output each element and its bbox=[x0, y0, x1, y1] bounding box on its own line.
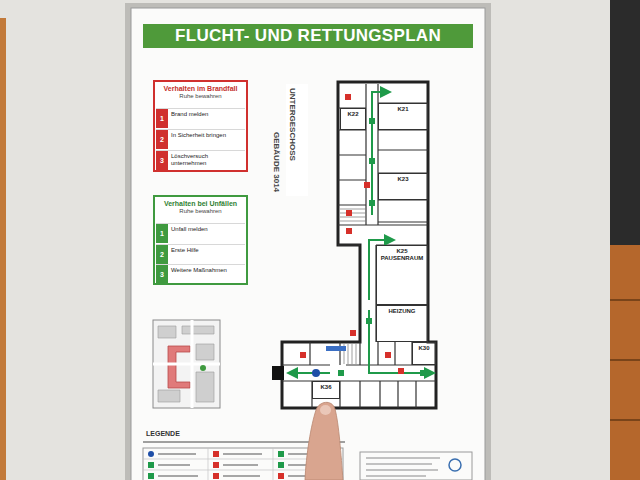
step-text: Unfall melden bbox=[168, 224, 245, 243]
room: K30 bbox=[412, 342, 436, 365]
room: K22 bbox=[340, 108, 366, 130]
poster-paper bbox=[131, 8, 485, 480]
legend-icon bbox=[148, 451, 154, 457]
site-map-streets bbox=[153, 320, 220, 408]
escape-route bbox=[369, 240, 392, 300]
pointing-finger bbox=[305, 402, 343, 480]
accident-instructions-panel: Verhalten bei UnfällenRuhe bewahren 1Unfa… bbox=[153, 195, 248, 285]
building-outline bbox=[282, 82, 436, 408]
room: K21 bbox=[378, 103, 428, 130]
floor-name: UNTERGESCHOSS bbox=[288, 88, 297, 161]
escape-signs bbox=[338, 118, 426, 376]
instruction-step: 2In Sicherheit bringen bbox=[156, 129, 245, 149]
light-glare bbox=[286, 84, 308, 196]
instruction-step: 3Löschversuch unternehmen bbox=[156, 150, 245, 170]
wall-edge bbox=[0, 18, 6, 480]
heading: Verhalten im Brandfall bbox=[155, 82, 246, 92]
title-band: FLUCHT- UND RETTUNGSPLAN bbox=[143, 24, 473, 48]
you-are-here-marker bbox=[312, 369, 320, 377]
instruction-step: 2Erste Hilfe bbox=[156, 244, 245, 264]
info-box bbox=[360, 452, 472, 480]
step-text: Löschversuch unternehmen bbox=[168, 151, 245, 170]
instruction-step: 3Weitere Maßnahmen bbox=[156, 264, 245, 283]
step-text: In Sicherheit bringen bbox=[168, 130, 245, 149]
stair-steps bbox=[340, 209, 366, 364]
step-text: Erste Hilfe bbox=[168, 245, 245, 264]
wood-joints bbox=[610, 300, 640, 420]
site-map-assembly-point bbox=[200, 365, 206, 371]
room: HEIZUNG bbox=[376, 305, 428, 342]
step-text: Brand melden bbox=[168, 109, 245, 128]
step-number: 3 bbox=[156, 265, 168, 283]
info-logo bbox=[449, 459, 461, 471]
escape-route bbox=[372, 92, 388, 215]
room-label: K22 bbox=[347, 111, 358, 118]
escape-route bbox=[290, 372, 330, 374]
step-number: 1 bbox=[156, 109, 168, 128]
step-number: 2 bbox=[156, 245, 168, 264]
door-frame bbox=[610, 0, 640, 245]
heading: Verhalten bei Unfällen bbox=[155, 197, 246, 207]
plan-title: FLUCHT- UND RETTUNGSPLAN bbox=[175, 26, 441, 46]
site-map bbox=[153, 320, 220, 408]
room-label: K23 bbox=[397, 176, 408, 183]
room: K25 PAUSENRAUM bbox=[376, 245, 428, 305]
finger-nail bbox=[320, 405, 331, 415]
site-map-own-building bbox=[168, 346, 190, 388]
body: Ruhe bewahren bbox=[155, 92, 246, 99]
room: K23 bbox=[378, 173, 428, 200]
instruction-step: 1Unfall melden bbox=[156, 223, 245, 243]
body: Ruhe bewahren bbox=[155, 207, 246, 214]
poster-frame bbox=[125, 3, 491, 480]
door-wood bbox=[610, 245, 640, 480]
blue-sign bbox=[326, 346, 346, 351]
room-label: K36 bbox=[320, 384, 331, 391]
fire-instructions-panel: Verhalten im BrandfallRuhe bewahren 1Bran… bbox=[153, 80, 248, 172]
room-label: HEIZUNG bbox=[389, 308, 416, 315]
step-number: 1 bbox=[156, 224, 168, 243]
fire-equipment-signs bbox=[300, 94, 404, 374]
exit-block bbox=[272, 366, 284, 380]
step-text: Weitere Maßnahmen bbox=[168, 265, 245, 283]
step-number: 2 bbox=[156, 130, 168, 149]
info-fine-print bbox=[366, 458, 440, 476]
room-label: K30 bbox=[418, 345, 429, 352]
instruction-step: 1Brand melden bbox=[156, 108, 245, 128]
step-number: 3 bbox=[156, 151, 168, 170]
interior-walls bbox=[282, 84, 436, 408]
legend-box: LEGENDE bbox=[143, 430, 348, 442]
heading: LEGENDE bbox=[143, 430, 348, 437]
room-label: K25 PAUSENRAUM bbox=[378, 248, 426, 262]
room: K36 bbox=[312, 381, 340, 399]
building-number: GEBÄUDE 3014 bbox=[272, 132, 281, 192]
room-label: K21 bbox=[397, 106, 408, 113]
